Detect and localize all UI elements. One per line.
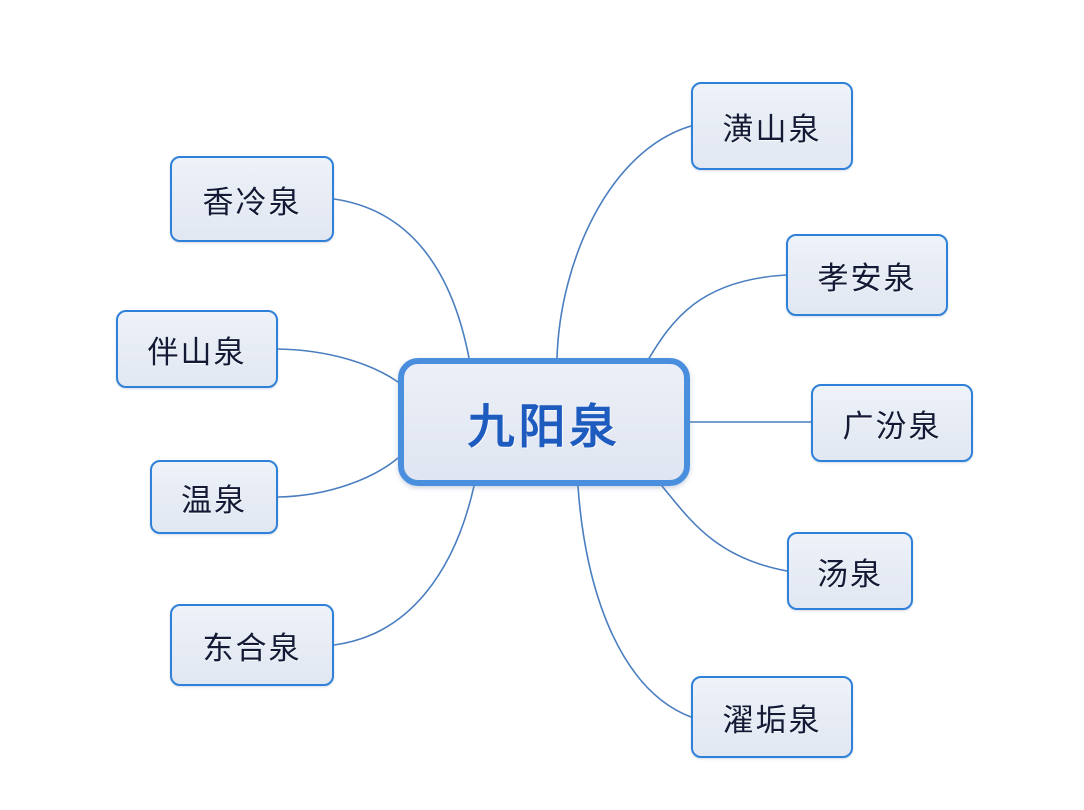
edge-tangquan xyxy=(661,485,788,572)
mindmap-node-huangshanquan[interactable]: 潢山泉 xyxy=(691,82,853,170)
mindmap-node-label: 潢山泉 xyxy=(722,111,822,147)
mindmap-node-label: 广汾泉 xyxy=(842,408,942,444)
edge-xianglengquan xyxy=(333,198,470,359)
mindmap-node-label: 汤泉 xyxy=(817,556,883,592)
mindmap-node-guangfenquan[interactable]: 广汾泉 xyxy=(811,384,973,462)
edge-banshanquan xyxy=(277,348,399,383)
edge-zhuogouquan xyxy=(577,485,692,718)
mindmap-node-wenquan[interactable]: 温泉 xyxy=(150,460,278,534)
edge-wenquan xyxy=(277,457,399,498)
edge-huangshanquan xyxy=(556,125,692,359)
mindmap-node-label: 濯垢泉 xyxy=(722,702,822,738)
mindmap-node-xiaoanquan[interactable]: 孝安泉 xyxy=(786,234,948,316)
mindmap-root-node[interactable]: 九阳泉 xyxy=(398,358,690,486)
mindmap-node-label: 香冷泉 xyxy=(202,184,302,220)
edge-xiaoanquan xyxy=(647,274,787,361)
mindmap-node-label: 伴山泉 xyxy=(147,334,247,370)
mindmap-node-label: 东合泉 xyxy=(202,630,302,666)
mindmap-node-zhuogouquan[interactable]: 濯垢泉 xyxy=(691,676,853,758)
mindmap-node-banshanquan[interactable]: 伴山泉 xyxy=(116,310,278,388)
mindmap-node-tangquan[interactable]: 汤泉 xyxy=(787,532,913,610)
mindmap-node-label: 孝安泉 xyxy=(817,260,917,296)
mindmap-node-dongheiquan[interactable]: 东合泉 xyxy=(170,604,334,686)
edge-dongheiquan xyxy=(333,485,475,646)
mindmap-node-label: 温泉 xyxy=(181,482,247,518)
mindmap-root-label: 九阳泉 xyxy=(467,399,621,453)
mindmap-node-xianglengquan[interactable]: 香冷泉 xyxy=(170,156,334,242)
